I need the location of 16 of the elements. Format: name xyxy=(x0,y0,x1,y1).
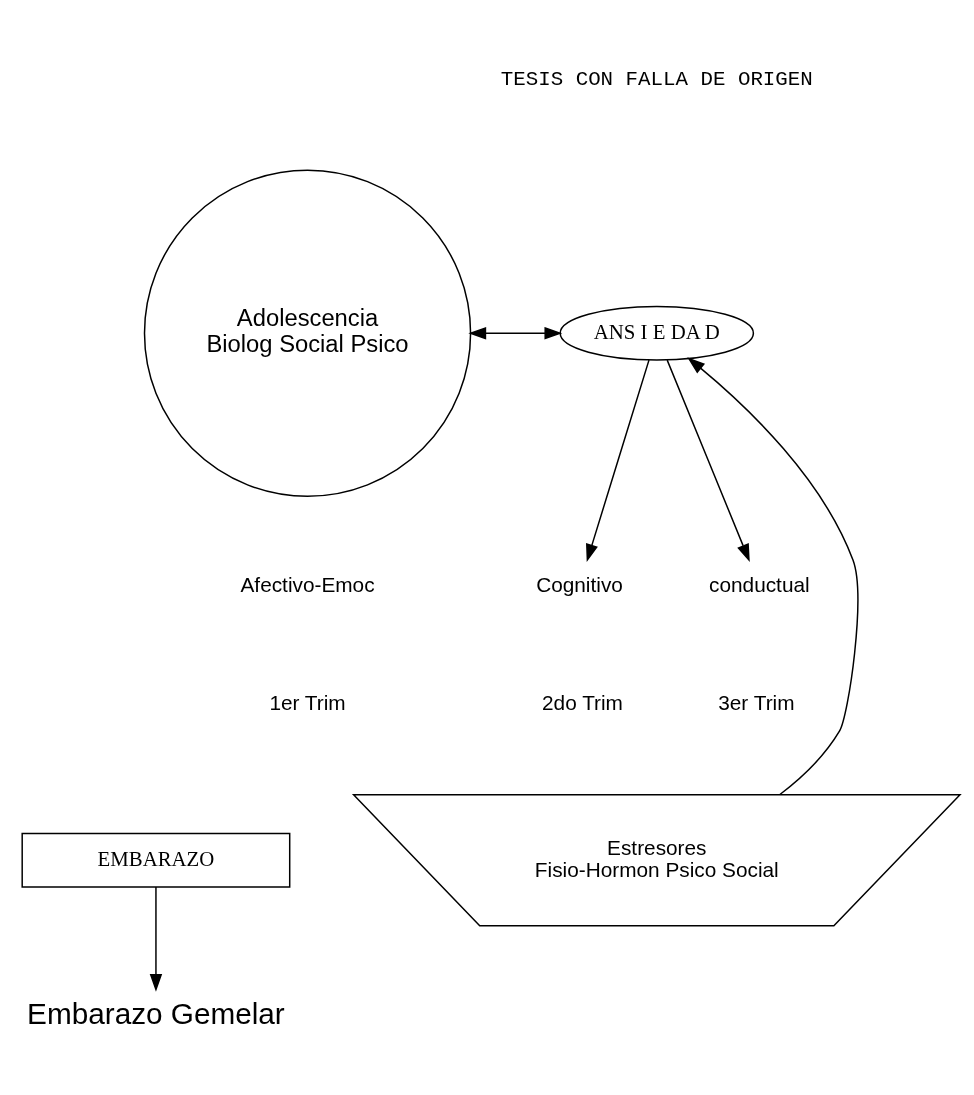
node-text: Embarazo Gemelar xyxy=(27,996,285,1030)
node-ellipse: ANS I E DA D xyxy=(559,305,755,361)
label: Afectivo-Emoc xyxy=(240,572,375,596)
arrow xyxy=(149,885,163,992)
arrow xyxy=(586,358,650,562)
label: TESIS CON FALLA DE ORIGEN xyxy=(500,67,813,91)
label: 2do Trim xyxy=(542,690,623,714)
arrow xyxy=(666,358,750,562)
node-circle: Adolescencia Biolog Social Psico xyxy=(143,168,472,497)
arrow xyxy=(687,356,859,795)
arrow xyxy=(468,326,563,339)
node-text: conductual xyxy=(709,572,810,596)
label: 1er Trim xyxy=(269,690,346,714)
label: 3er Trim xyxy=(718,690,795,714)
node-box: EMBARAZO xyxy=(21,832,291,888)
node-text: Cognitivo xyxy=(536,572,623,596)
